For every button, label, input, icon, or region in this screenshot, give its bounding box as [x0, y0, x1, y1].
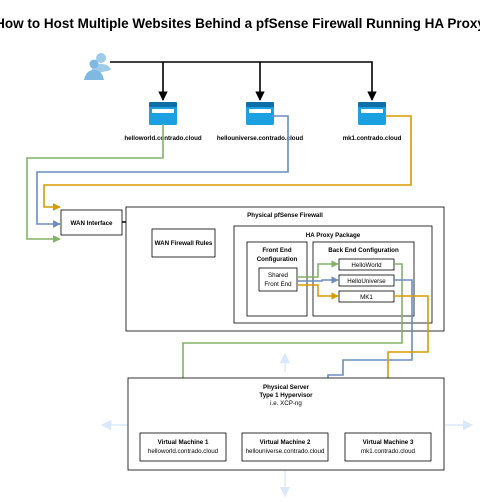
backend-helloworld-label: HelloWorld: [351, 262, 382, 269]
backend-config-title: Back End Configuration: [328, 247, 399, 254]
users-icon: [84, 53, 111, 80]
frontend-config-title: Front End: [262, 247, 291, 254]
server-line-1: Physical Server: [263, 384, 310, 391]
wan-interface-box: [60, 209, 123, 236]
wan-firewall-rules-box: [151, 228, 216, 258]
site-hellouniverse: [246, 102, 274, 125]
flow-blue-backend: [297, 276, 339, 284]
vm2-box: [241, 432, 329, 462]
wan-interface-label: WAN Interface: [71, 220, 114, 227]
shared-frontend-box: [258, 267, 298, 292]
vm3-box: [344, 432, 432, 462]
vm1-name: Virtual Machine 1: [158, 439, 209, 446]
frontend-config-title-line2: Configuration: [257, 256, 298, 263]
vm2-name: Virtual Machine 2: [260, 439, 311, 446]
backend-mk1-label: MK1: [360, 294, 373, 301]
vm3-host: mk1.contrado.cloud: [361, 448, 416, 455]
flow-orange-backend: [297, 284, 339, 300]
flow-orange-in: [43, 115, 412, 211]
site-label-hellouniverse: hellouniverse.contrado.cloud: [217, 135, 304, 142]
vm1-box: [139, 432, 227, 462]
server-line-3: i.e. XCP-ng: [270, 400, 302, 407]
flow-green-in: [26, 124, 164, 243]
flow-blue-in: [36, 115, 289, 228]
wan-firewall-rules-label: WAN Firewall Rules: [155, 240, 213, 247]
site-label-mk1: mk1.contrado.cloud: [343, 135, 402, 142]
vm1-host: helloworld.contrado.cloud: [148, 448, 219, 455]
backend-hellouniverse-label: HelloUniverse: [347, 278, 386, 285]
diagram-title: How to Host Multiple Websites Behind a p…: [0, 16, 480, 31]
vm2-host: hellouniverse.contrado.cloud: [246, 448, 325, 455]
vm3-name: Virtual Machine 3: [363, 439, 414, 446]
shared-frontend-label: Shared: [268, 272, 289, 279]
firewall-title: Physical pfSense Firewall: [247, 212, 323, 219]
server-line-2: Type 1 Hypervisor: [259, 392, 313, 399]
flow-green-backend: [297, 260, 339, 278]
site-helloworld: [149, 102, 177, 125]
flow-blue-out: [324, 279, 413, 432]
site-mk1: [358, 102, 386, 125]
flow-green-out: [179, 263, 403, 432]
guide-arrows: [100, 352, 474, 498]
shared-frontend-label-line2: Front End: [264, 281, 292, 288]
haproxy-title: HA Proxy Package: [306, 232, 361, 239]
